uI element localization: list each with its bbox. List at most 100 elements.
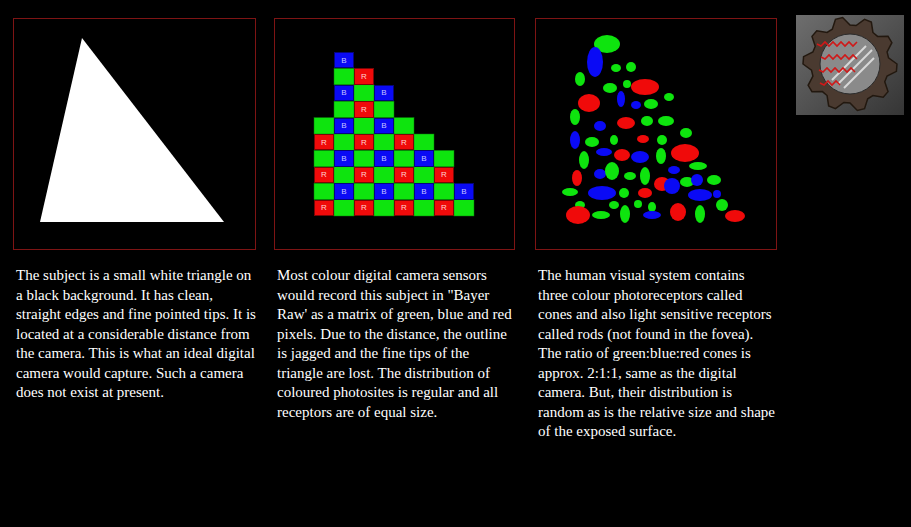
photosite-letter: B <box>341 56 346 65</box>
caption-block: The human visual system contains three c… <box>538 266 778 442</box>
cone-cell <box>614 149 630 161</box>
cone-cell <box>594 121 606 131</box>
photosite-letter: R <box>321 170 327 179</box>
photosite-letter: R <box>361 105 367 114</box>
cone-cell <box>640 167 650 185</box>
cone-cell <box>605 162 619 180</box>
bayer-photosite: B <box>334 118 354 134</box>
green-photosite <box>414 167 434 183</box>
logo-mark <box>817 42 857 46</box>
logo-mark <box>821 55 857 59</box>
photosite-letter: R <box>401 170 407 179</box>
green-photosite <box>394 150 414 166</box>
photosite-letter: B <box>381 88 386 97</box>
cone-cell <box>585 137 599 147</box>
cone-cell <box>620 205 630 223</box>
bayer-photosite: R <box>354 200 374 216</box>
photosite-letter: B <box>381 154 386 163</box>
cone-cell <box>588 186 616 200</box>
panel-frame <box>14 19 256 250</box>
bayer-photosite: R <box>434 200 454 216</box>
logo-tile <box>796 15 904 115</box>
cone-cell <box>725 210 745 222</box>
photosite-letter: R <box>361 138 367 147</box>
cone-cell <box>644 99 658 109</box>
cone-cell <box>689 162 707 170</box>
cone-cell <box>603 83 617 93</box>
bayer-photosite: B <box>334 52 354 68</box>
cone-cell <box>658 116 674 126</box>
cone-cell <box>562 188 578 196</box>
cone-cell <box>609 201 619 209</box>
bayer-photosite: R <box>354 101 374 117</box>
green-photosite <box>374 167 394 183</box>
caption-block: Most colour digital camera sensors would… <box>277 266 515 422</box>
bayer-photosite: R <box>394 167 414 183</box>
photosite-letter: R <box>361 203 367 212</box>
green-photosite <box>394 183 414 199</box>
cone-cell <box>624 172 636 180</box>
logo-streak <box>832 46 866 80</box>
photosite-letter: B <box>341 121 346 130</box>
bayer-photosite: R <box>354 167 374 183</box>
photosite-letter: R <box>321 138 327 147</box>
photosite-letter: B <box>341 88 346 97</box>
bayer-photosite: R <box>394 134 414 150</box>
green-photosite <box>314 183 334 199</box>
photosite-letter: R <box>361 72 367 81</box>
cone-cell <box>579 151 589 169</box>
panel-frame <box>536 19 777 250</box>
caption-text: The human visual system contains three c… <box>538 266 778 442</box>
cone-cell <box>617 117 635 129</box>
caption-text: Most colour digital camera sensors would… <box>277 266 515 422</box>
bayer-photosite: B <box>334 183 354 199</box>
cone-cell <box>626 62 636 72</box>
bayer-photosite: B <box>334 85 354 101</box>
photosite-letter: R <box>441 203 447 212</box>
cone-cell <box>637 135 649 143</box>
cone-cell <box>648 202 656 212</box>
cone-cell <box>656 148 666 164</box>
green-photosite <box>354 118 374 134</box>
green-photosite <box>434 150 454 166</box>
logo-mark <box>820 81 840 85</box>
green-photosite <box>414 200 434 216</box>
green-photosite <box>334 134 354 150</box>
cone-cell <box>680 128 692 138</box>
bayer-photosite: R <box>434 167 454 183</box>
green-photosite <box>314 118 334 134</box>
caption-text: The subject is a small white triangle on… <box>16 266 256 403</box>
cone-cell <box>592 211 610 219</box>
cone-cell <box>668 166 680 174</box>
bayer-photosite: R <box>314 134 334 150</box>
photosite-letter: R <box>441 170 447 179</box>
cone-cell <box>664 178 680 194</box>
photosite-letter: B <box>381 121 386 130</box>
cone-cell <box>610 135 618 145</box>
green-photosite <box>414 134 434 150</box>
green-photosite <box>334 68 354 84</box>
cone-cell <box>611 64 621 72</box>
cone-cell <box>670 203 686 221</box>
white-triangle <box>40 38 224 222</box>
panel-frame <box>275 19 515 250</box>
photosite-letter: B <box>341 187 346 196</box>
photosite-letter: B <box>381 187 386 196</box>
photosite-letter: B <box>421 154 426 163</box>
cone-cell <box>578 94 600 112</box>
green-photosite <box>434 183 454 199</box>
cone-cell <box>594 169 606 179</box>
cone-cell <box>695 205 705 223</box>
cone-cell <box>641 116 653 126</box>
green-photosite <box>374 200 394 216</box>
bayer-photosite: R <box>354 134 374 150</box>
cone-cell <box>671 144 699 162</box>
cone-cell <box>617 91 625 107</box>
green-photosite <box>454 200 474 216</box>
cone-cell <box>619 188 629 198</box>
logo-streak <box>844 58 874 88</box>
cone-cell <box>643 211 661 219</box>
bayer-photosite: B <box>334 150 354 166</box>
